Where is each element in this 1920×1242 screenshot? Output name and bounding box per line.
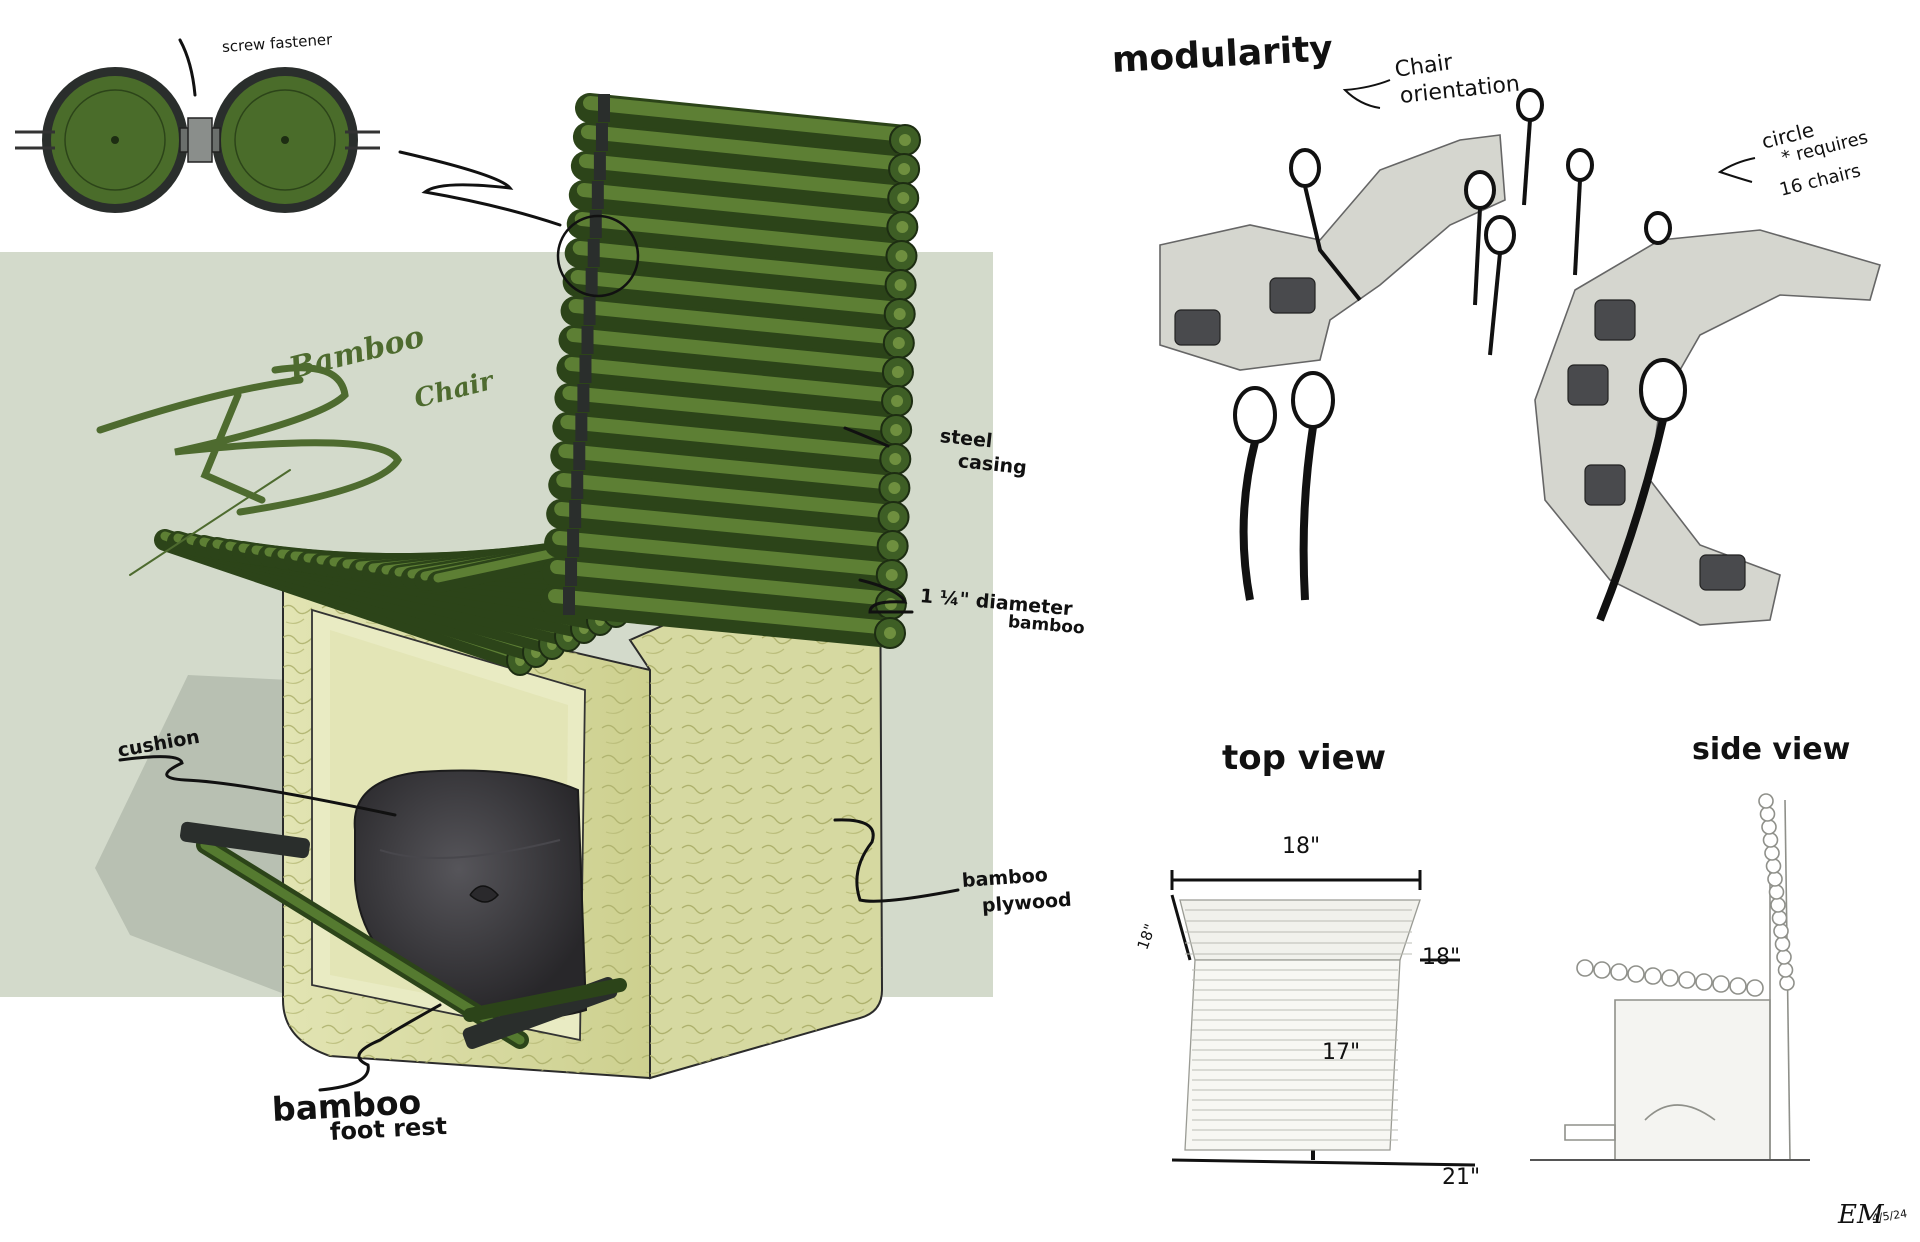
stick-figures	[1233, 88, 1687, 622]
title-script-b	[96, 364, 403, 576]
arc-chairs-left	[1159, 134, 1506, 371]
top-view-length-mid: 17"	[1322, 1040, 1361, 1065]
screw-fastener-detail	[15, 67, 380, 213]
top-view-width-top: 18"	[1282, 834, 1321, 859]
top-view-rods	[1179, 899, 1421, 1151]
cushion-shape	[353, 769, 588, 1019]
back-bamboo-rods	[540, 93, 921, 649]
top-view-width-bottom: 21"	[1442, 1165, 1481, 1190]
leader-lines	[118, 38, 960, 1092]
top-view-heading: top view	[1222, 738, 1387, 778]
side-view-heading: side view	[1692, 732, 1851, 767]
top-view-depth-right: 18"	[1422, 945, 1461, 970]
signature-initials: EM	[1838, 1200, 1884, 1230]
foot-rest-shape	[180, 821, 627, 1050]
steel-casing-detail-circle	[556, 214, 640, 298]
